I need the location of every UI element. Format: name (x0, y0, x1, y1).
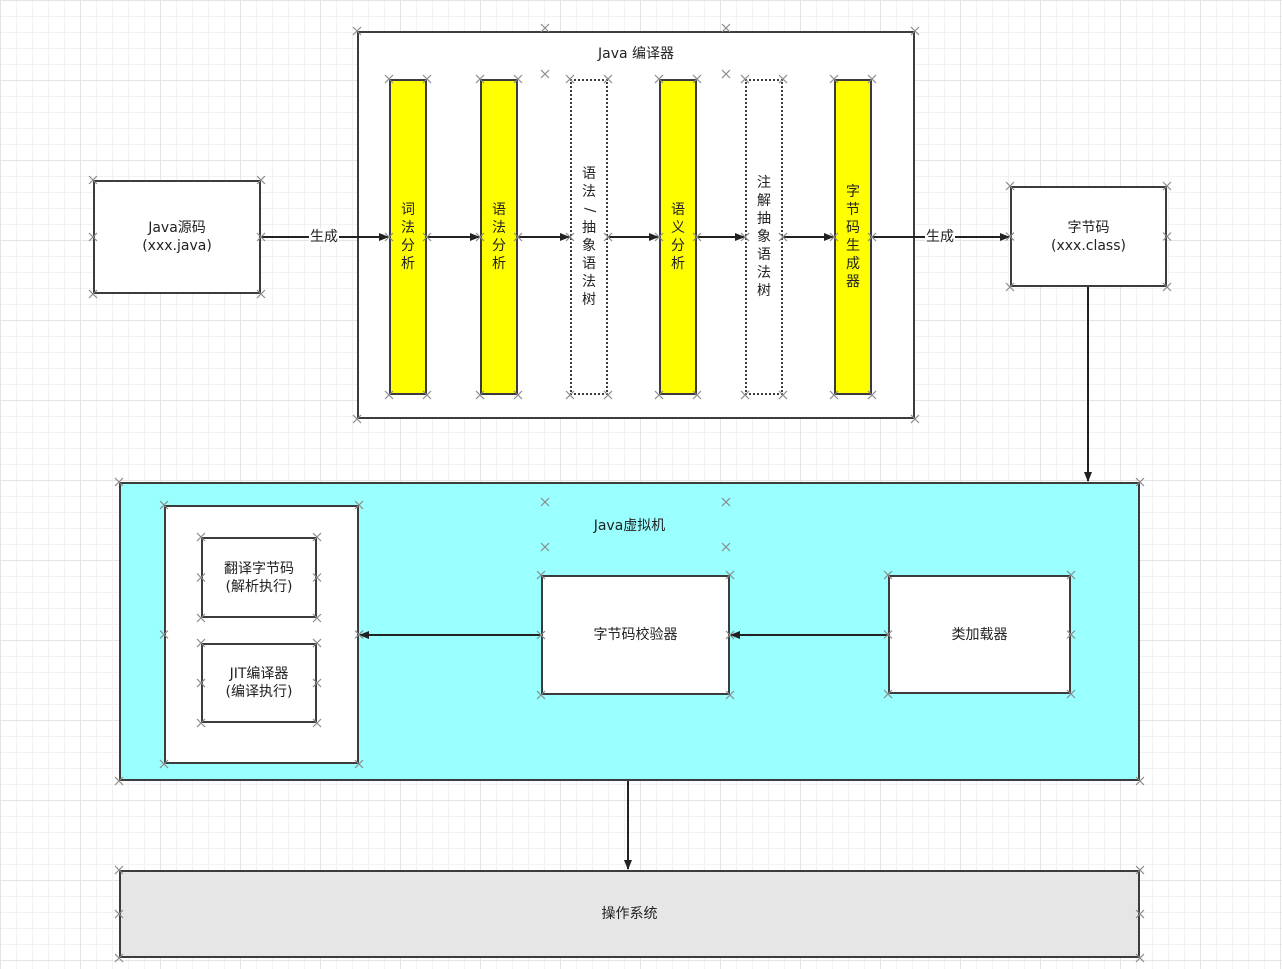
bytecode-box[interactable]: 字节码 (xxx.class) (1010, 186, 1167, 287)
stage-label: 注解抽象语法树 (757, 175, 771, 299)
stage-label: 语法/抽象语法树 (581, 166, 597, 308)
jit-mode: (编译执行) (225, 684, 293, 700)
interpreter-title: 翻译字节码 (224, 560, 294, 577)
java-source-box[interactable]: Java源码 (xxx.java) (93, 180, 261, 294)
stage-lexical-analysis[interactable]: 词法分析 (389, 79, 427, 395)
class-loader-label: 类加载器 (951, 626, 1008, 643)
java-compiler-region[interactable]: Java 编译器 (357, 31, 915, 419)
java-source-title: Java源码 (148, 220, 206, 236)
stage-semantic-analysis[interactable]: 语义分析 (659, 79, 697, 395)
operating-system-box[interactable]: 操作系统 (119, 870, 1140, 958)
stage-label: 语义分析 (671, 202, 685, 272)
class-loader-box[interactable]: 类加载器 (888, 575, 1071, 694)
stage-syntax-tree[interactable]: 语法/抽象语法树 (570, 79, 608, 395)
interpreter-mode: (解析执行) (225, 578, 293, 595)
bytecode-verifier-label: 字节码校验器 (593, 627, 678, 643)
jvm-title: Java虚拟机 (593, 518, 666, 534)
java-compiler-title: Java 编译器 (597, 46, 675, 62)
operating-system-label: 操作系统 (601, 906, 658, 922)
jit-compiler-box[interactable]: JIT编译器 (编译执行) (201, 643, 317, 723)
java-source-ext: (xxx.java) (142, 238, 212, 254)
interpreter-label: 翻译字节码 (解析执行) (224, 560, 294, 596)
bytecode-verifier-box[interactable]: 字节码校验器 (541, 575, 730, 695)
bytecode-label: 字节码 (xxx.class) (1051, 219, 1126, 255)
stage-label: 词法分析 (401, 202, 415, 272)
edge-label-generate-out: 生成 (925, 228, 955, 246)
bytecode-title: 字节码 (1067, 219, 1110, 236)
stage-syntax-analysis[interactable]: 语法分析 (480, 79, 518, 395)
java-source-label: Java源码 (xxx.java) (142, 219, 212, 255)
edge-label-generate-in: 生成 (309, 228, 339, 246)
stage-label: 语法分析 (492, 202, 506, 272)
bytecode-ext: (xxx.class) (1051, 237, 1126, 254)
stage-bytecode-generator[interactable]: 字节码生成器 (834, 79, 872, 395)
jit-label: JIT编译器 (编译执行) (226, 665, 293, 701)
stage-annotated-tree[interactable]: 注解抽象语法树 (745, 79, 783, 395)
stage-label: 字节码生成器 (846, 184, 860, 290)
jit-title: JIT编译器 (229, 666, 289, 682)
interpreter-box[interactable]: 翻译字节码 (解析执行) (201, 537, 317, 618)
